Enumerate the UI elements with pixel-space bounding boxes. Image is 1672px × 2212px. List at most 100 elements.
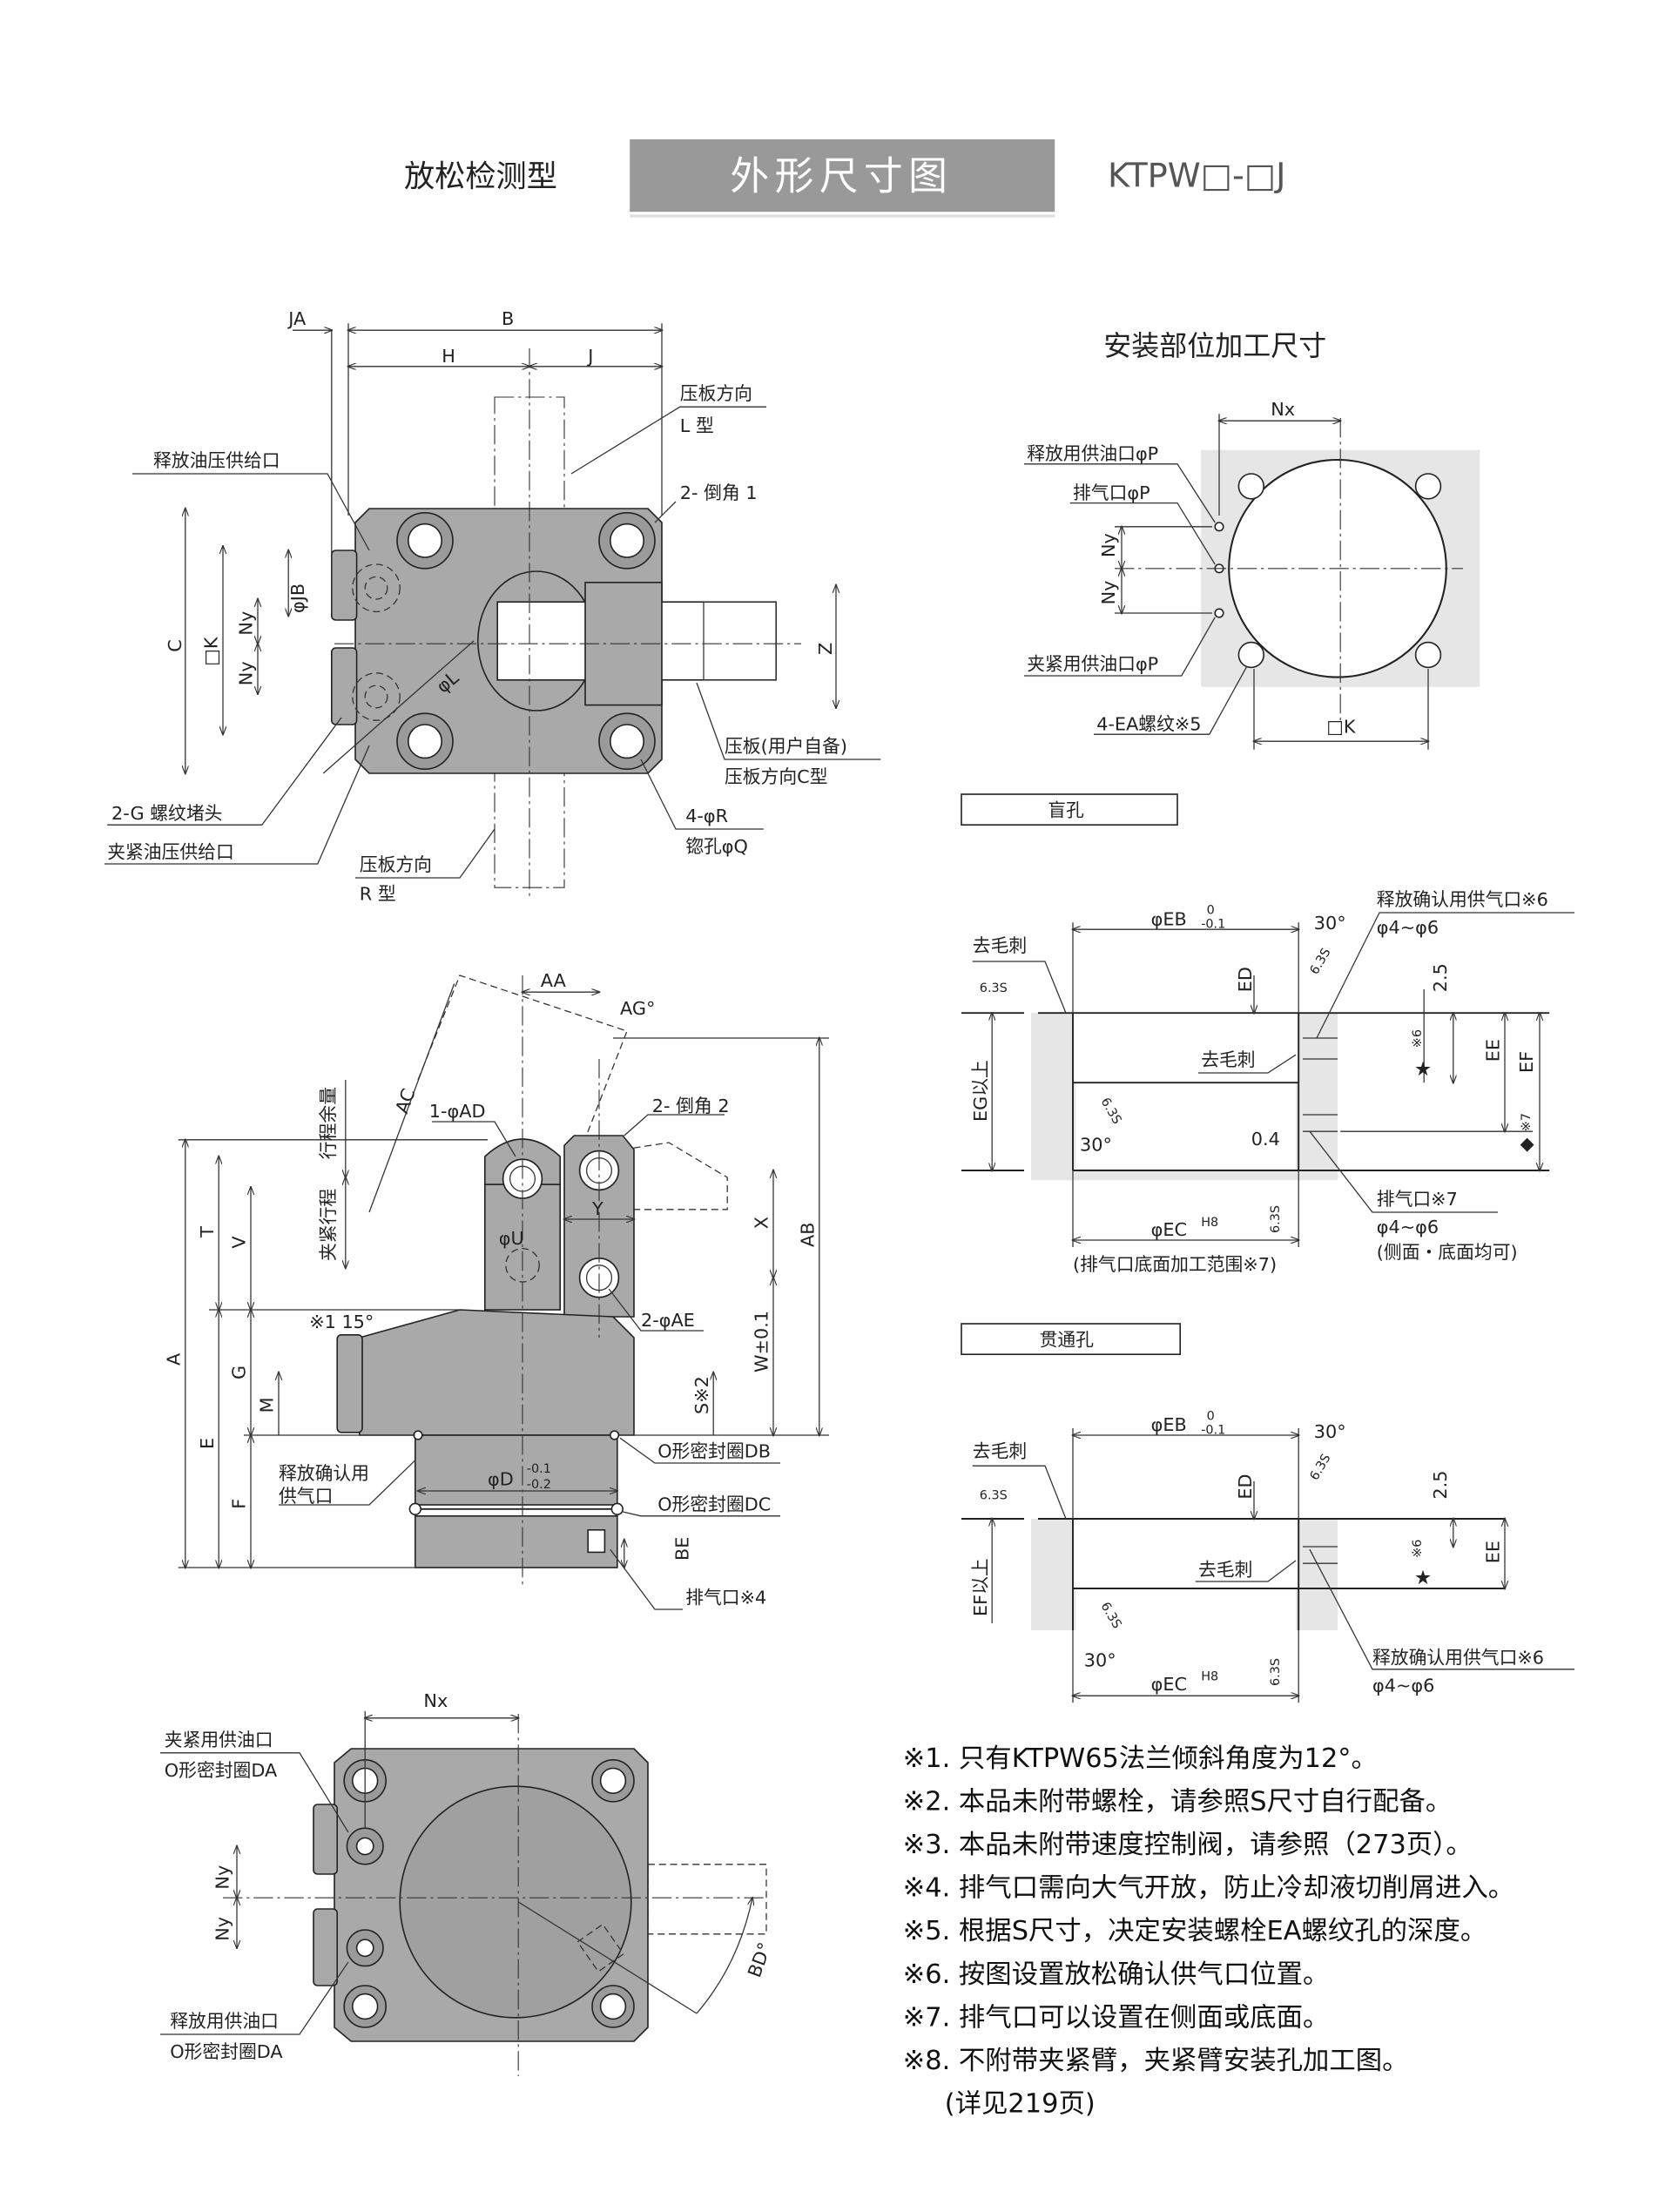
label-deburr-2: 去毛刺 — [1198, 1560, 1252, 1581]
blind-hole-drawing: 盲孔 φEB 0 -0.1 30° 释放确认用供气口※6 φ4~φ6 去毛刺 6… — [961, 793, 1574, 1275]
diamond-note: ※7 — [1520, 1113, 1534, 1131]
dim-0-4: 0.4 — [1251, 1129, 1280, 1150]
label-EC-note: (排气口底面加工范围※7) — [1073, 1254, 1277, 1275]
dim-BD: BD° — [744, 1939, 775, 1979]
rough-3: 6.3S — [1308, 946, 1334, 977]
mount-holes — [396, 512, 656, 770]
mount-title: 安装部位加工尺寸 — [1103, 329, 1326, 362]
dim-Q: 锪孔φQ — [685, 836, 748, 857]
dim-D-tol-up: -0.1 — [527, 1462, 551, 1476]
star-icon: ★ — [1414, 1567, 1432, 1589]
label-plate-dir-L-type: L 型 — [680, 415, 714, 436]
dim-JA: JA — [287, 308, 307, 329]
dim-R: 4-φR — [685, 806, 728, 826]
label-EA-thread: 4-EA螺纹※5 — [1096, 713, 1201, 734]
dim-EC-tol: H8 — [1201, 1670, 1218, 1684]
dim-T: T — [197, 1226, 218, 1238]
dim-D: φD — [488, 1469, 514, 1490]
star-icon: ★ — [1414, 1058, 1432, 1081]
rough-1: 6.3S — [980, 981, 1008, 995]
dim-S: S※2 — [691, 1376, 712, 1414]
dim-M: M — [257, 1397, 278, 1413]
label-seal-DA-2: O形密封圈DA — [170, 2041, 283, 2062]
dim-angle-top: 30° — [1314, 1421, 1346, 1442]
dim-Z: Z — [815, 643, 836, 655]
note-1: ※1. 只有KTPW65法兰倾斜角度为12°。 — [903, 1743, 1378, 1774]
dim-AD: 1-φAD — [429, 1101, 486, 1122]
rough-4: 6.3S — [1269, 1205, 1283, 1233]
dim-JB: φJB — [287, 583, 308, 613]
dim-BE: BE — [671, 1537, 692, 1561]
dim-B: B — [502, 308, 514, 329]
dim-EC-tol: H8 — [1201, 1216, 1218, 1230]
dim-EB-tol-up: 0 — [1207, 1409, 1215, 1423]
dim-C: C — [165, 639, 185, 652]
label-deburr-1: 去毛刺 — [973, 935, 1027, 956]
dim-EE: EE — [1483, 1039, 1504, 1062]
note-8-ref: (详见219页) — [945, 2089, 1096, 2120]
dim-AC: AC — [391, 1086, 419, 1116]
note-8: ※8. 不附带夹紧臂，夹紧臂安装孔加工图。 — [903, 2046, 1409, 2076]
rough-4: 6.3S — [1269, 1658, 1283, 1686]
dim-Y: Y — [591, 1198, 603, 1219]
dim-2-5: 2.5 — [1430, 963, 1451, 992]
note-4: ※4. 排气口需向大气开放，防止冷却液切削屑进入。 — [903, 1873, 1514, 1904]
page-title: 外形尺寸图 — [730, 153, 953, 199]
note-7: ※7. 排气口可以设置在侧面或底面。 — [903, 2002, 1330, 2033]
dim-Nx: Nx — [1271, 399, 1295, 420]
label-exhaust-dia: φ4~φ6 — [1377, 1217, 1439, 1238]
label-confirm-dia: φ4~φ6 — [1377, 917, 1439, 938]
through-hole-title: 贯通孔 — [1040, 1330, 1095, 1351]
label-seal-DC: O形密封圈DC — [657, 1494, 771, 1514]
note-5: ※5. 根据S尺寸，决定安装螺栓EA螺纹孔的深度。 — [903, 1916, 1487, 1946]
side-view-drawing: AA AG° AC 1-φAD 2- 倒角 2 行程余量 夹紧行程 T V φU… — [163, 970, 829, 1610]
label-clamp-port: 夹紧用供油口 — [165, 1730, 273, 1750]
dim-J: J — [586, 346, 593, 367]
rough-3: 6.3S — [1308, 1452, 1334, 1483]
dim-AA: AA — [541, 970, 567, 991]
label-chamfer1: 2- 倒角 1 — [680, 482, 758, 503]
label-stroke-margin: 行程余量 — [318, 1087, 339, 1159]
dim-EC: φEC — [1151, 1674, 1187, 1695]
dim-K: □K — [201, 636, 222, 666]
dim-EB-tol-up: 0 — [1207, 904, 1215, 918]
label-confirm-port: 释放确认用供气口※6 — [1377, 889, 1548, 910]
label-clamp-port: 夹紧油压供给口 — [107, 842, 234, 863]
dim-H: H — [442, 346, 455, 367]
through-hole-drawing: 贯通孔 φEB 0 -0.1 30° 去毛刺 6.3S 6.3S ED 2.5 … — [961, 1323, 1574, 1703]
header: 放松检测型 外形尺寸图 KTPW□-□J — [404, 139, 1285, 218]
series-label: 放松检测型 — [404, 158, 557, 194]
dim-EF: EF以上 — [970, 1558, 991, 1616]
notes: ※1. 只有KTPW65法兰倾斜角度为12°。 ※2. 本品未附带螺栓，请参照S… — [903, 1743, 1514, 2120]
dim-angle-top: 30° — [1314, 913, 1346, 934]
dim-angle-bot: 30° — [1080, 1135, 1112, 1156]
dim-Ny-1: Ny — [1098, 533, 1119, 557]
star-note: ※6 — [1411, 1540, 1425, 1558]
label-exhaust-note: (侧面・底面均可) — [1377, 1242, 1518, 1263]
note-3: ※3. 本品未附带速度控制阀，请参照（273页）。 — [903, 1830, 1473, 1860]
label-seal-DB: O形密封圈DB — [657, 1441, 771, 1462]
dim-X: X — [752, 1217, 772, 1229]
dim-V: V — [229, 1236, 250, 1249]
label-exhaust: 排气口※7 — [1377, 1189, 1458, 1210]
dim-EF: EF — [1516, 1051, 1537, 1073]
blind-hole-title: 盲孔 — [1048, 800, 1084, 821]
label-release-port: 释放油压供给口 — [153, 450, 280, 471]
dim-D-tol-low: -0.2 — [527, 1478, 551, 1492]
label-plate-dir-R: 压板方向 — [360, 854, 432, 875]
label-plate-dir-C: 压板方向C型 — [725, 766, 828, 787]
label-seal-DA-1: O形密封圈DA — [165, 1760, 278, 1781]
label-confirm-dia: φ4~φ6 — [1372, 1675, 1434, 1696]
dim-ED: ED — [1235, 967, 1256, 992]
dim-K: □K — [1326, 717, 1357, 738]
label-confirm-port: 释放确认用供气口※6 — [1372, 1647, 1544, 1668]
dim-angle-15: ※1 15° — [309, 1312, 374, 1332]
label-plate-dir-R-type: R 型 — [360, 884, 396, 905]
dim-Ny-2: Ny — [236, 661, 257, 685]
note-2: ※2. 本品未附带螺栓，请参照S尺寸自行配备。 — [903, 1786, 1452, 1817]
label-chamfer2: 2- 倒角 2 — [652, 1096, 730, 1116]
dim-A: A — [163, 1352, 184, 1366]
dim-Ny-1: Ny — [212, 1865, 233, 1890]
dim-AB: AB — [797, 1223, 818, 1248]
dim-ED: ED — [1235, 1474, 1256, 1499]
